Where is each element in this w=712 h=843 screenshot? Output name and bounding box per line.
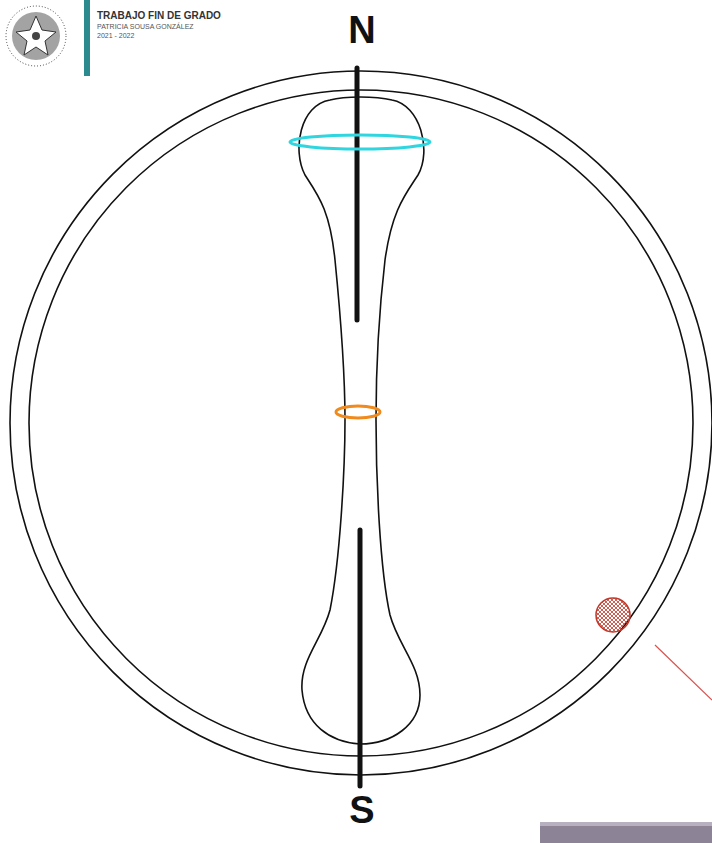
compass-letter: S (349, 790, 374, 832)
leader-line (655, 645, 712, 700)
compass-letter: N (348, 10, 375, 52)
header-title: TRABAJO FIN DE GRADO (97, 10, 221, 21)
cyan-ring (290, 135, 430, 149)
header-years: 2021 - 2022 (97, 32, 134, 40)
photo-fragment (540, 822, 712, 843)
red-marker (596, 598, 630, 632)
header-author: PATRICIA SOUSA GONZÁLEZ (97, 23, 194, 31)
south-axis (358, 530, 363, 786)
orange-ring (336, 406, 380, 418)
logo (6, 6, 66, 66)
north-axis (355, 68, 360, 320)
photo-fragment (540, 822, 712, 826)
header-bar (84, 0, 90, 76)
